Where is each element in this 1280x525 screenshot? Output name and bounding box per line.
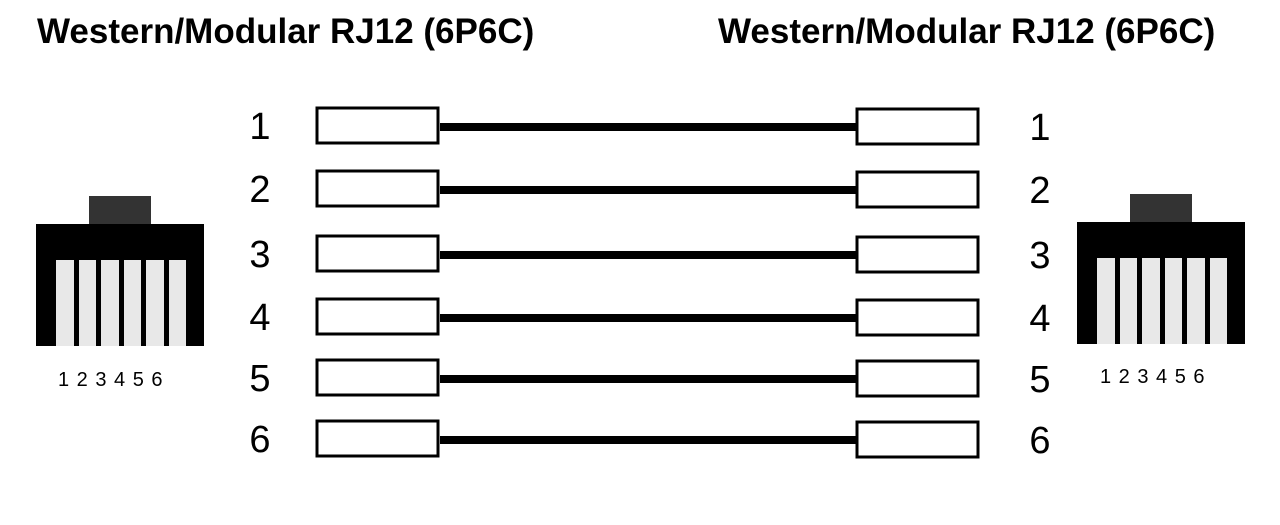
right-terminal-4 — [855, 298, 980, 337]
right-contact-5 — [1187, 258, 1205, 344]
left-terminal-6 — [315, 419, 440, 458]
left-contact-5 — [146, 260, 164, 346]
left-pin-number-1: 1 — [249, 106, 270, 148]
right-contact-1 — [1097, 258, 1115, 344]
left-terminal-3 — [315, 234, 440, 273]
left-pin-number-5: 5 — [249, 358, 270, 400]
left-pin-number-2: 2 — [249, 169, 270, 211]
right-connector-title: Western/Modular RJ12 (6P6C) — [718, 12, 1216, 51]
left-contact-1 — [56, 260, 74, 346]
right-terminal-3 — [855, 235, 980, 274]
right-pin-number-1: 1 — [1029, 107, 1050, 149]
left-connector-title: Western/Modular RJ12 (6P6C) — [37, 12, 535, 51]
left-pin-numbers: 1 2 3 4 5 6 — [58, 369, 164, 391]
left-connector-pins — [56, 260, 186, 346]
left-contact-6 — [168, 260, 186, 346]
right-terminal-1 — [855, 107, 980, 146]
right-contact-3 — [1142, 258, 1160, 344]
right-pin-number-5: 5 — [1029, 359, 1050, 401]
right-terminal-5 — [855, 359, 980, 398]
right-terminal-2 — [855, 170, 980, 209]
right-pin-number-3: 3 — [1029, 235, 1050, 277]
left-pin-number-6: 6 — [249, 419, 270, 461]
right-pin-number-2: 2 — [1029, 170, 1050, 212]
left-pin-number-3: 3 — [249, 234, 270, 276]
left-connector-latch — [89, 196, 151, 224]
left-terminal-4 — [315, 297, 440, 336]
left-contact-4 — [123, 260, 141, 346]
left-pin-number-4: 4 — [249, 297, 270, 339]
right-connector-latch — [1130, 194, 1192, 222]
left-contact-2 — [78, 260, 96, 346]
right-pin-numbers: 1 2 3 4 5 6 — [1100, 366, 1206, 388]
left-contact-3 — [101, 260, 119, 346]
left-terminal-2 — [315, 169, 440, 208]
right-contact-2 — [1119, 258, 1137, 344]
right-rj12-connector-icon — [1077, 194, 1245, 344]
left-rj12-connector-icon — [36, 196, 204, 346]
right-contact-4 — [1164, 258, 1182, 344]
left-terminal-5 — [315, 358, 440, 397]
right-terminal-6 — [855, 420, 980, 459]
right-contact-6 — [1209, 258, 1227, 344]
right-connector-pins — [1097, 258, 1227, 344]
left-terminal-1 — [315, 106, 440, 145]
right-pin-number-6: 6 — [1029, 420, 1050, 462]
right-pin-number-4: 4 — [1029, 298, 1050, 340]
